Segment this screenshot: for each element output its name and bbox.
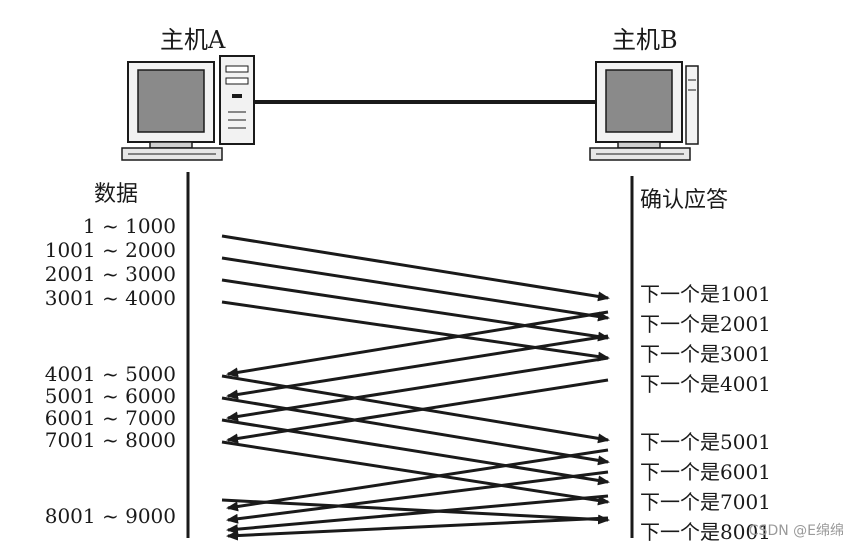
watermark: CSDN @E绵绵 [748,523,844,539]
arrow-group [221,234,610,541]
ack-label: 下一个是8001 [640,520,771,544]
data-segment-arrow [221,498,610,525]
data-segment-arrow [221,440,610,506]
ack-arrow [226,334,609,400]
ack-label: 下一个是1001 [640,282,771,306]
host-a-computer-icon [121,55,255,161]
data-segment-label: 5001 ~ 6000 [44,384,176,408]
ack-label: 下一个是2001 [640,312,771,336]
data-segment-arrow [221,278,610,342]
data-segment-label: 1 ~ 1000 [82,214,176,238]
host-b-label: 主机B [612,26,678,54]
ack-label: 下一个是7001 [640,490,771,514]
ack-column-label: 确认应答 [640,188,729,213]
host-a-label: 主机A [160,26,226,54]
data-segment-label: 4001 ~ 5000 [44,362,176,386]
ack-arrow [226,448,609,512]
ack-label: 下一个是5001 [640,430,771,454]
ack-label: 下一个是6001 [640,460,771,484]
data-column-label: 数据 [94,182,139,207]
ack-arrow [226,494,609,535]
data-segment-arrow [221,256,610,322]
data-segment-label: 1001 ~ 2000 [44,238,176,262]
data-segment-arrow [221,300,610,362]
data-segment-label: 6001 ~ 7000 [44,406,176,430]
ack-arrow [226,356,609,422]
data-segment-label: 8001 ~ 9000 [44,504,176,528]
ack-arrow [226,470,609,524]
data-segment-label: 7001 ~ 8000 [44,428,176,452]
ack-arrow [226,378,609,444]
data-segment-label: 2001 ~ 3000 [44,262,176,286]
host-b-computer-icon [589,61,699,161]
ack-arrow [226,310,609,378]
ack-label: 下一个是4001 [640,372,771,396]
ack-arrow [226,516,609,541]
data-segment-label: 3001 ~ 4000 [44,286,176,310]
ack-label: 下一个是3001 [640,342,771,366]
data-segment-arrow [221,234,610,302]
